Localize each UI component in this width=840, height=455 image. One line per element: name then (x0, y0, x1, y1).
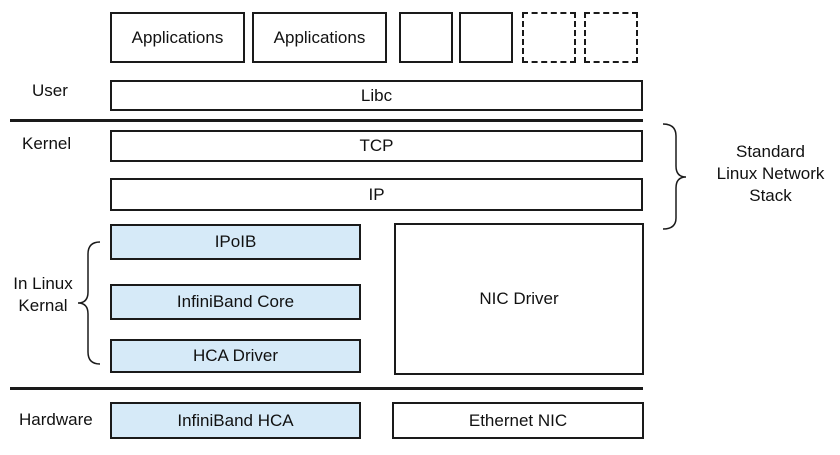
application-placeholder-dashed-1 (522, 12, 576, 63)
ip-label: IP (368, 184, 385, 204)
tcp-label: TCP (359, 136, 394, 155)
nic-driver-label: NIC Driver (479, 289, 559, 308)
hca-driver-label: HCA Driver (192, 346, 278, 365)
infiniband-core-label: InfiniBand Core (176, 292, 295, 311)
standard-stack-label: Standard Linux Network Stack (703, 141, 838, 207)
hca-driver-box: HCA Driver (110, 339, 361, 373)
ethernet-nic-box: Ethernet NIC (392, 402, 644, 439)
in-linux-kernal-brace (77, 241, 101, 365)
standard-stack-line3: Stack (749, 186, 792, 205)
kernel-hardware-divider (10, 387, 643, 390)
ip-box: IP (110, 178, 643, 211)
infiniband-hca-label: InfiniBand HCA (177, 410, 294, 430)
standard-stack-brace (662, 123, 687, 230)
infiniband-core-box: InfiniBand Core (110, 284, 361, 320)
application-placeholder-box-1 (399, 12, 453, 63)
infiniband-hca-box: InfiniBand HCA (110, 402, 361, 439)
in-linux-kernal-label: In Linux Kernal (8, 273, 78, 317)
user-label: User (32, 81, 68, 100)
nic-driver-box: NIC Driver (394, 223, 644, 375)
ethernet-nic-label: Ethernet NIC (468, 410, 568, 430)
in-linux-kernal-line2: Kernal (18, 296, 68, 315)
libc-label: Libc (360, 85, 393, 105)
applications-label-2: Applications (273, 27, 366, 47)
applications-box-2: Applications (252, 12, 387, 63)
application-placeholder-dashed-2 (584, 12, 638, 63)
ipoib-label: IPoIB (214, 232, 257, 251)
tcp-box: TCP (110, 130, 643, 162)
libc-box: Libc (110, 80, 643, 111)
applications-label-1: Applications (131, 27, 224, 47)
standard-stack-line2: Linux Network (716, 164, 825, 183)
kernel-label: Kernel (22, 134, 72, 153)
hardware-label: Hardware (19, 410, 93, 429)
ipoib-box: IPoIB (110, 224, 361, 260)
application-placeholder-box-2 (459, 12, 513, 63)
user-kernel-divider (10, 119, 643, 122)
standard-stack-line1: Standard (736, 142, 805, 161)
in-linux-kernal-line1: In Linux (13, 274, 73, 293)
applications-box-1: Applications (110, 12, 245, 63)
